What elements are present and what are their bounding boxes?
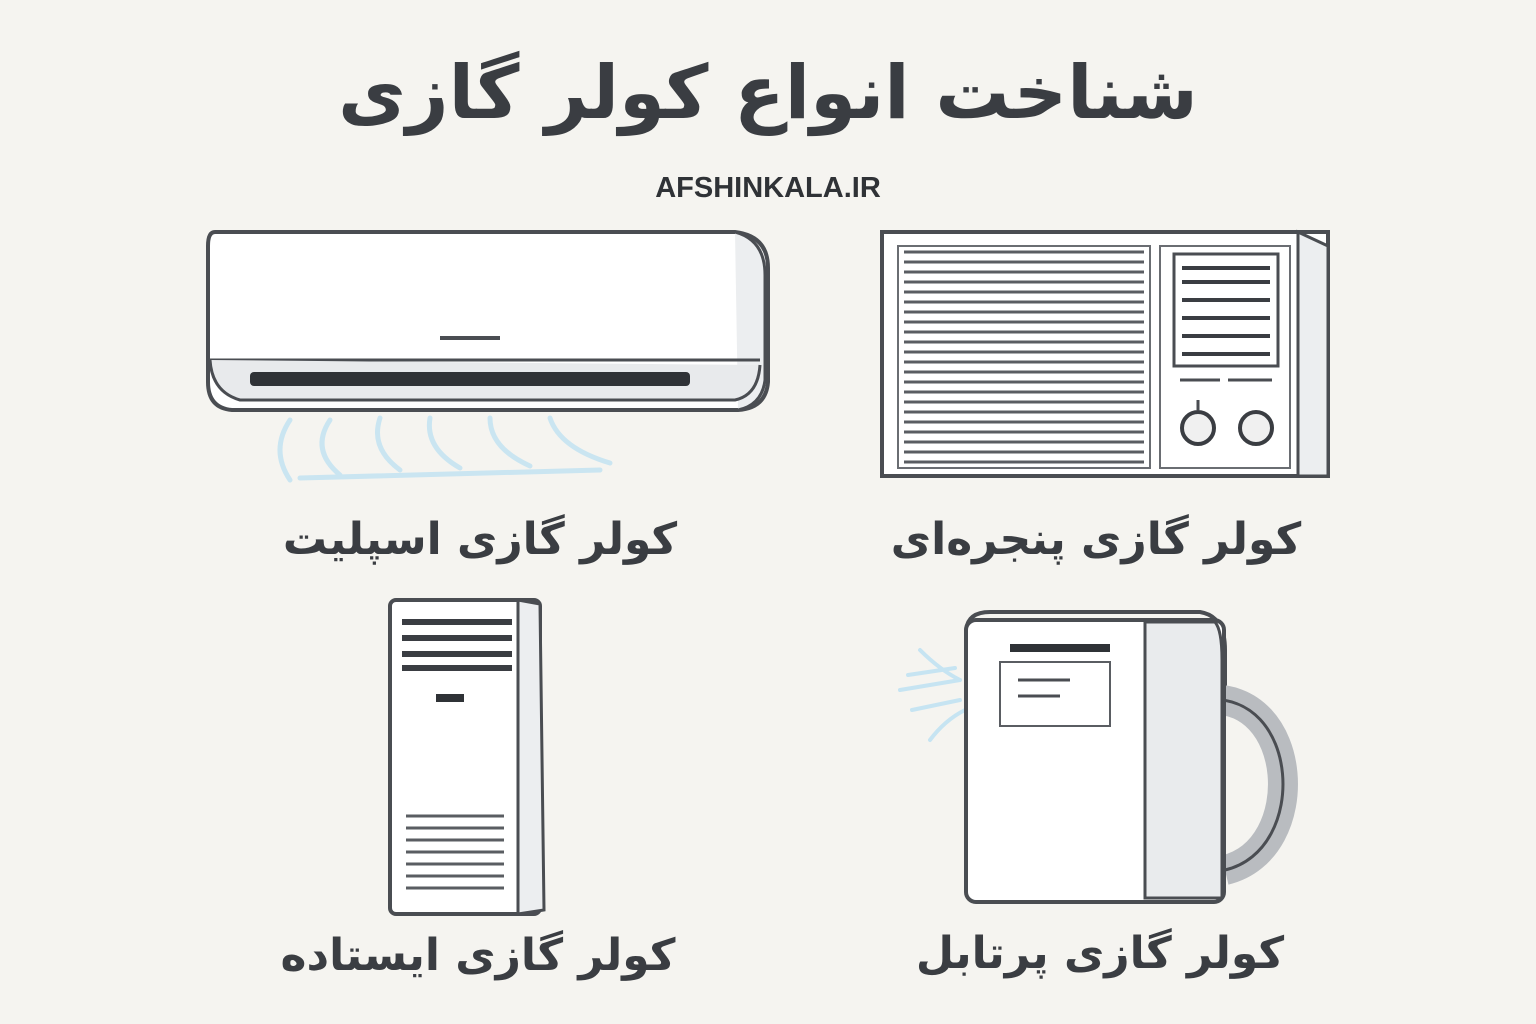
label-portable-ac: کولر گازی پرتابل <box>915 928 1285 979</box>
split-ac-icon <box>206 230 770 483</box>
portable-ac-icon <box>898 610 1298 904</box>
label-window-ac: کولر گازی پنجره‌ای <box>890 514 1302 565</box>
label-floor-standing-ac: کولر گازی ایستاده <box>280 930 676 981</box>
window-ac-icon <box>880 229 1330 478</box>
label-split-ac: کولر گازی اسپلیت <box>282 514 678 565</box>
page-title: شناخت انواع کولر گازی <box>338 50 1198 136</box>
website-label: AFSHINKALA.IR <box>655 172 881 204</box>
floor-standing-ac-icon <box>388 598 546 916</box>
